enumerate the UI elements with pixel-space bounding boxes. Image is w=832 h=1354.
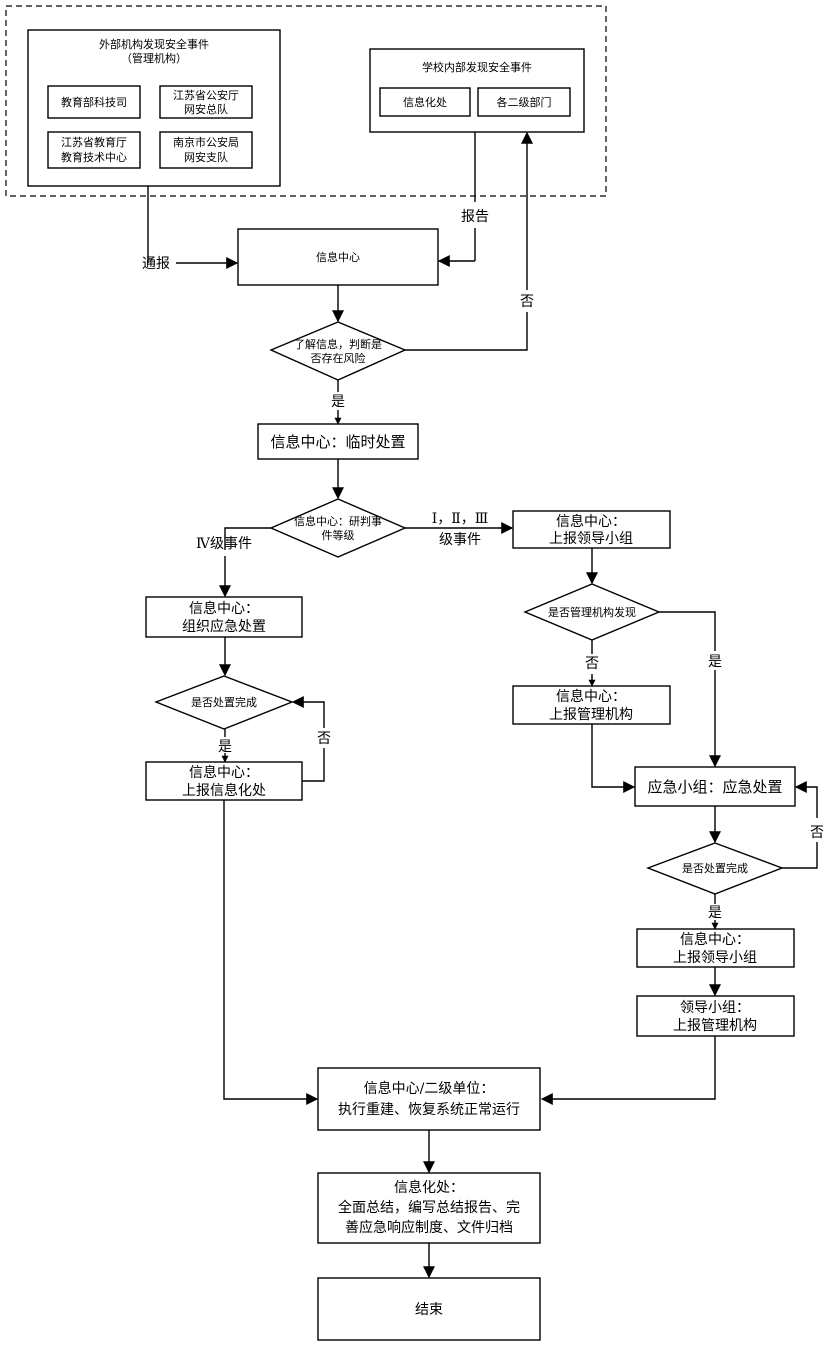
report-mgmt-box <box>512 685 671 725</box>
level4-label: Ⅳ级事件 <box>196 536 252 552</box>
internal-discovery-group: 学校内部发现安全事件 信息化处 各二级部门 <box>369 48 585 133</box>
rebuild-label-2: 执行重建、恢复系统正常运行 <box>338 1101 520 1118</box>
done-left-diamond <box>154 675 294 730</box>
nj-police-label-2: 网安支队 <box>184 150 228 164</box>
left-to-rebuild-arrow <box>223 800 319 1105</box>
temp-handle-box <box>257 423 419 460</box>
judge-risk-diamond <box>269 321 407 381</box>
moe-tech-dept-label: 教育部科技司 <box>61 95 127 109</box>
external-discovery-group: 外部机构发现安全事件 （管理机构） 教育部科技司 江苏省公安厅 网安总队 江苏省… <box>27 29 281 187</box>
emergency-group-label: 应急小组：应急处置 <box>647 778 782 796</box>
report-mgmt-label: 信息中心： <box>556 688 626 705</box>
no-risk-label: 否 <box>520 294 534 310</box>
found-by-mgmt-label: 是否管理机构发现 <box>548 605 636 619</box>
nj-police-label: 南京市公安局 <box>173 135 239 149</box>
report-leader-top-label: 信息中心： <box>556 513 626 530</box>
leader-report-mgmt-box <box>636 995 795 1037</box>
js-police-box <box>159 85 253 119</box>
report-leader-bottom-label-2: 上报领导小组 <box>673 950 757 966</box>
found-no-label: 否 <box>585 656 599 672</box>
summary-box <box>317 1172 541 1244</box>
leader-report-mgmt-label: 领导小组： <box>680 1000 750 1016</box>
js-police-label-2: 网安总队 <box>184 102 228 116</box>
emergency-group-box <box>634 766 796 807</box>
info-center-box <box>237 228 439 286</box>
moe-tech-dept-box <box>47 85 141 119</box>
rebuild-label: 信息中心/二级单位： <box>364 1080 495 1097</box>
level4-line <box>224 527 271 550</box>
end-box <box>317 1277 541 1341</box>
found-yes-label: 是 <box>708 654 722 670</box>
summary-label-2: 全面总结，编写总结报告、完 <box>338 1199 520 1216</box>
js-edu-center-label-2: 教育技术中心 <box>61 150 127 164</box>
summary-label: 信息化处： <box>394 1179 464 1196</box>
judge-risk-label-2: 否存在风险 <box>311 351 366 365</box>
organize-label: 信息中心： <box>189 600 259 617</box>
organize-box <box>145 596 303 638</box>
report-leader-bottom-label: 信息中心： <box>680 931 750 948</box>
done-right-label: 是否处置完成 <box>682 861 748 875</box>
js-edu-center-box <box>47 131 141 169</box>
done-left-yes-label: 是 <box>218 739 232 755</box>
secondary-depts-label: 各二级部门 <box>497 95 552 109</box>
external-group-title: 外部机构发现安全事件 <box>99 37 209 51</box>
report-mgmt-label-2: 上报管理机构 <box>549 707 633 723</box>
report-it-label-2: 上报信息化处 <box>182 782 266 799</box>
done-left-no-line <box>302 748 325 782</box>
done-left-no-arrow <box>291 696 325 728</box>
external-group-subtitle: （管理机构） <box>121 51 187 65</box>
summary-label-3: 善应急响应制度、文件归档 <box>345 1219 513 1236</box>
yes-risk-label: 是 <box>331 394 345 410</box>
no-risk-line <box>405 312 528 351</box>
temp-handle-label: 信息中心：临时处置 <box>270 433 405 451</box>
level123-label: Ⅰ，Ⅱ，Ⅲ <box>432 511 489 527</box>
report-mgmt-to-emergency-arrow <box>591 724 636 793</box>
report-leader-top-label-2: 上报领导小组 <box>549 531 633 547</box>
done-right-no-line <box>782 842 818 869</box>
report-label: 报告 <box>461 209 489 225</box>
report-leader-bottom-box <box>636 928 795 968</box>
done-right-yes-label: 是 <box>708 905 722 921</box>
judge-risk-label: 了解信息，判断是 <box>294 337 382 351</box>
nj-police-box <box>159 131 253 169</box>
end-label: 结束 <box>415 1302 443 1318</box>
done-left-no-label: 否 <box>317 731 331 747</box>
judge-level-diamond <box>269 498 407 558</box>
js-edu-center-label: 江苏省教育厅 <box>61 135 127 149</box>
leader-report-mgmt-label-2: 上报管理机构 <box>673 1018 757 1034</box>
report-leader-top-box <box>512 510 671 549</box>
it-office-label: 信息化处 <box>403 95 447 109</box>
discovery-frame <box>5 5 607 197</box>
done-right-no-arrow <box>794 781 818 818</box>
level123-label-2: 级事件 <box>439 532 481 548</box>
it-office-box <box>379 87 471 117</box>
report-it-label: 信息中心： <box>189 764 259 781</box>
rebuild-box <box>317 1067 541 1131</box>
right-to-rebuild-arrow <box>540 1036 716 1105</box>
organize-label-2: 组织应急处置 <box>182 618 266 635</box>
judge-level-label: 信息中心：研判事 <box>294 514 382 528</box>
done-right-no-label: 否 <box>810 825 824 841</box>
info-center-label: 信息中心 <box>316 250 360 264</box>
done-left-label: 是否处置完成 <box>191 695 257 709</box>
secondary-depts-box <box>477 87 571 117</box>
internal-group-title: 学校内部发现安全事件 <box>422 60 532 74</box>
found-yes-line <box>659 611 716 651</box>
notify-label: 通报 <box>142 256 170 272</box>
js-police-label: 江苏省公安厅 <box>173 88 239 102</box>
judge-level-label-2: 件等级 <box>322 528 355 542</box>
